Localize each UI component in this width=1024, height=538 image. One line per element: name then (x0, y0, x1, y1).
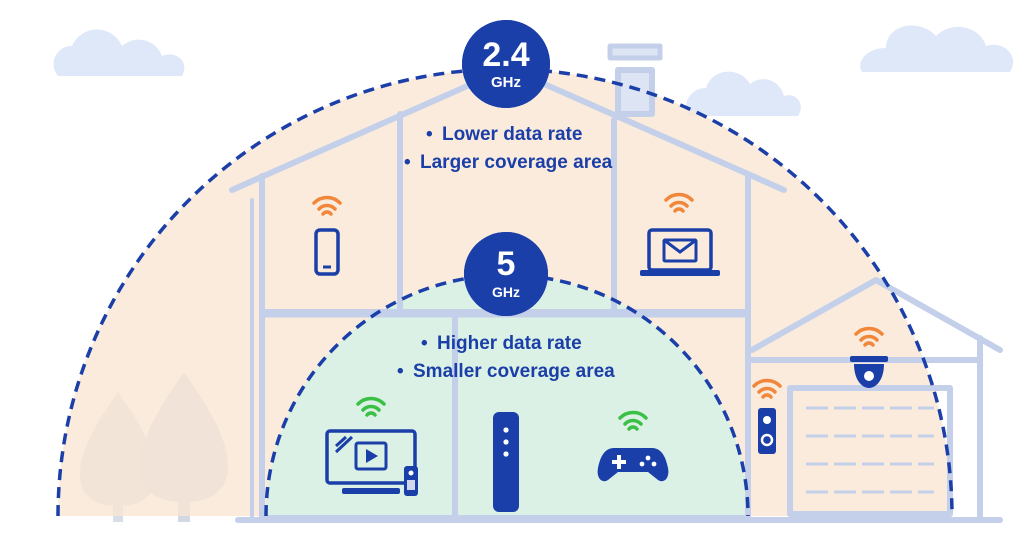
router-light (503, 427, 509, 433)
controller-button (639, 461, 645, 467)
video-doorbell-icon (758, 408, 776, 454)
wifi-arc-middle (317, 203, 337, 211)
feature-larger-coverage: Larger coverage area (404, 149, 612, 177)
wifi-arc-outer (356, 396, 386, 406)
wifi-arc-outer (854, 326, 884, 336)
router-icon (493, 412, 519, 512)
dpad-vertical (617, 455, 621, 469)
play-triangle (366, 449, 378, 463)
router-light (503, 439, 509, 445)
chimney-cap (607, 43, 663, 61)
wifi-signal-icon (752, 378, 782, 399)
wifi-signal-icon (356, 396, 386, 417)
wifi-arc-inner (673, 207, 685, 213)
chimney (615, 67, 655, 117)
band-24ghz-features: Lower data rate Larger coverage area (404, 121, 612, 177)
video-play-icon (354, 441, 388, 471)
cloud-right-shape (860, 25, 1014, 72)
feature-smaller-coverage: Smaller coverage area (397, 358, 615, 386)
wifi-arc-inner (627, 425, 639, 431)
wifi-arc-outer (312, 195, 342, 205)
band-24ghz-number: 2.4 (482, 36, 530, 74)
tv-stand (342, 488, 400, 494)
wifi-arc-inner (863, 341, 875, 347)
doorbell-camera (763, 416, 771, 424)
wifi-arc-inner (321, 210, 333, 216)
garage-door-slats (806, 406, 934, 494)
wifi-arc-inner (761, 393, 773, 399)
cloud-right (860, 25, 1014, 72)
camera-mount (850, 356, 888, 362)
tv-glare (334, 435, 348, 448)
wifi-arc-middle (669, 200, 689, 208)
garage-door (787, 385, 953, 517)
cloud-center (686, 71, 801, 116)
badge-24ghz: 2.4 GHz (462, 20, 550, 108)
camera-lens (864, 371, 874, 381)
feature-higher-data-rate: Higher data rate (397, 330, 615, 358)
band-5ghz-features: Higher data rate Smaller coverage area (397, 330, 615, 386)
feature-lower-data-rate: Lower data rate (404, 121, 612, 149)
coverage-boundary-24ghz (56, 67, 954, 517)
band-24ghz-unit: GHz (491, 74, 521, 91)
tv-glare (334, 435, 354, 454)
router-light (503, 451, 509, 457)
wifi-arc-inner (365, 411, 377, 417)
badge-5ghz: 5 GHz (464, 232, 548, 316)
laptop-device (640, 192, 720, 276)
wifi-arc-middle (361, 404, 381, 412)
band-5ghz-number: 5 (496, 245, 516, 283)
router-device (493, 412, 519, 512)
game-controller-device (597, 410, 669, 482)
wifi-signal-icon (854, 326, 884, 347)
wifi-arc-middle (859, 334, 879, 342)
doorbell-device (752, 378, 782, 454)
wifi-arc-outer (752, 378, 782, 388)
band-5ghz-unit: GHz (492, 284, 520, 300)
game-controller-icon (597, 448, 669, 482)
controller-button (651, 461, 657, 467)
laptop-base (640, 270, 720, 276)
smart-tv-icon (325, 429, 417, 485)
wifi-signal-icon (618, 410, 648, 431)
remote-keypad (407, 480, 415, 490)
remote-button (408, 470, 414, 476)
envelope-icon (662, 238, 698, 263)
wifi-signal-icon (312, 195, 342, 216)
doorbell-button (760, 433, 774, 447)
cloud-center-shape (686, 71, 801, 116)
security-camera-device (850, 326, 888, 388)
smartphone-icon (314, 228, 340, 276)
envelope-flap (663, 238, 697, 254)
wifi-arc-middle (623, 418, 643, 426)
cloud-left-shape (53, 29, 185, 76)
wifi-arc-outer (664, 192, 694, 202)
wifi-arc-outer (618, 410, 648, 420)
smart-tv-device (325, 396, 418, 496)
wifi-signal-icon (664, 192, 694, 213)
cloud-left (53, 29, 185, 76)
garage-roof (749, 277, 1003, 353)
controller-button (645, 455, 651, 461)
smartphone-device (312, 195, 342, 276)
wifi-arc-middle (757, 386, 777, 394)
